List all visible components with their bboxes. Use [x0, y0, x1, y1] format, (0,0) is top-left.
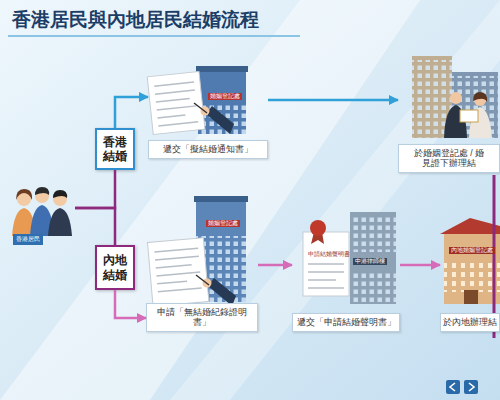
flow-connector	[400, 264, 440, 267]
document-lines	[308, 264, 344, 288]
law-firm-illustration	[303, 212, 396, 304]
document	[147, 238, 208, 307]
branch-box: 內地結婚	[95, 245, 135, 290]
flow-connector	[75, 170, 115, 208]
person-hair	[16, 189, 32, 200]
person-label: 香港居民	[13, 234, 43, 245]
building-sign: 內地婚姻登記處	[449, 247, 495, 254]
flow-connector	[268, 99, 398, 102]
pen	[194, 103, 207, 113]
building	[350, 212, 396, 304]
step-caption: 遞交「擬結婚通知書」	[148, 140, 268, 159]
seal	[310, 220, 326, 236]
building-roof	[194, 196, 248, 202]
registry-illustration	[147, 196, 248, 306]
document	[147, 71, 205, 134]
building-sign: 婚姻登記處	[208, 93, 242, 100]
step-caption: 申請「無結婚紀錄證明書」	[146, 303, 258, 332]
flow-connector	[115, 290, 146, 318]
mainland-registry-illustration	[440, 218, 500, 304]
nav-arrow	[450, 383, 455, 391]
process-step: 遞交「擬結婚通知書」	[148, 65, 268, 159]
building-roof	[196, 66, 248, 72]
building	[198, 72, 246, 134]
nav-button	[446, 380, 460, 394]
step-caption: 於婚姻登記處 / 婚 見證下辦理結	[398, 144, 500, 173]
document-title: 申請結婚聲明書	[306, 251, 352, 258]
flow-connector	[75, 208, 115, 245]
pen	[196, 275, 209, 285]
flow-connector	[115, 97, 148, 128]
nav-arrow	[469, 383, 474, 391]
title-underline	[8, 35, 300, 37]
nav-icons	[446, 380, 478, 394]
bride-hair	[473, 92, 487, 102]
person-hair	[53, 190, 67, 198]
registry-illustration	[147, 66, 248, 135]
light-streak	[170, 0, 500, 400]
branch-label: 內地結婚	[103, 253, 127, 282]
building	[444, 234, 500, 304]
certificate	[460, 110, 478, 122]
document-sheet	[303, 232, 349, 296]
person-body	[48, 208, 72, 236]
building-windows	[350, 216, 396, 252]
diagram-title: 香港居民與內地居民結婚流程	[12, 7, 259, 33]
flow-connector	[258, 264, 292, 267]
document-sheet	[147, 238, 208, 307]
document-lines	[154, 248, 201, 292]
wedding-illustration	[412, 56, 498, 138]
groom-head	[450, 92, 462, 104]
person-hair	[35, 187, 49, 195]
document-sheet	[147, 71, 205, 134]
building-door	[464, 290, 478, 304]
branch-label: 香港結婚	[103, 135, 127, 164]
step-caption: 於內地辦理結	[440, 313, 500, 332]
process-step: 於婚姻登記處 / 婚 見證下辦理結	[398, 55, 500, 173]
step-caption: 遞交「申請結婚聲明書」	[292, 313, 400, 332]
building-windows	[444, 262, 500, 292]
building-sign: 婚姻登記處	[206, 220, 240, 227]
nav-button	[464, 380, 478, 394]
sleeve	[206, 106, 234, 134]
building-sign: 中港律師樓	[353, 258, 387, 265]
building-roof	[440, 218, 500, 234]
process-step: 申請「無結婚紀錄證明書」	[146, 198, 258, 332]
people-icon	[12, 187, 72, 236]
document-lines	[154, 82, 198, 126]
process-step: 遞交「申請結婚聲明書」	[292, 205, 400, 332]
process-step: 於內地辦理結	[440, 222, 500, 332]
person-group: 香港居民	[10, 185, 75, 245]
branch-box: 香港結婚	[95, 128, 135, 170]
building-windows	[350, 270, 396, 304]
